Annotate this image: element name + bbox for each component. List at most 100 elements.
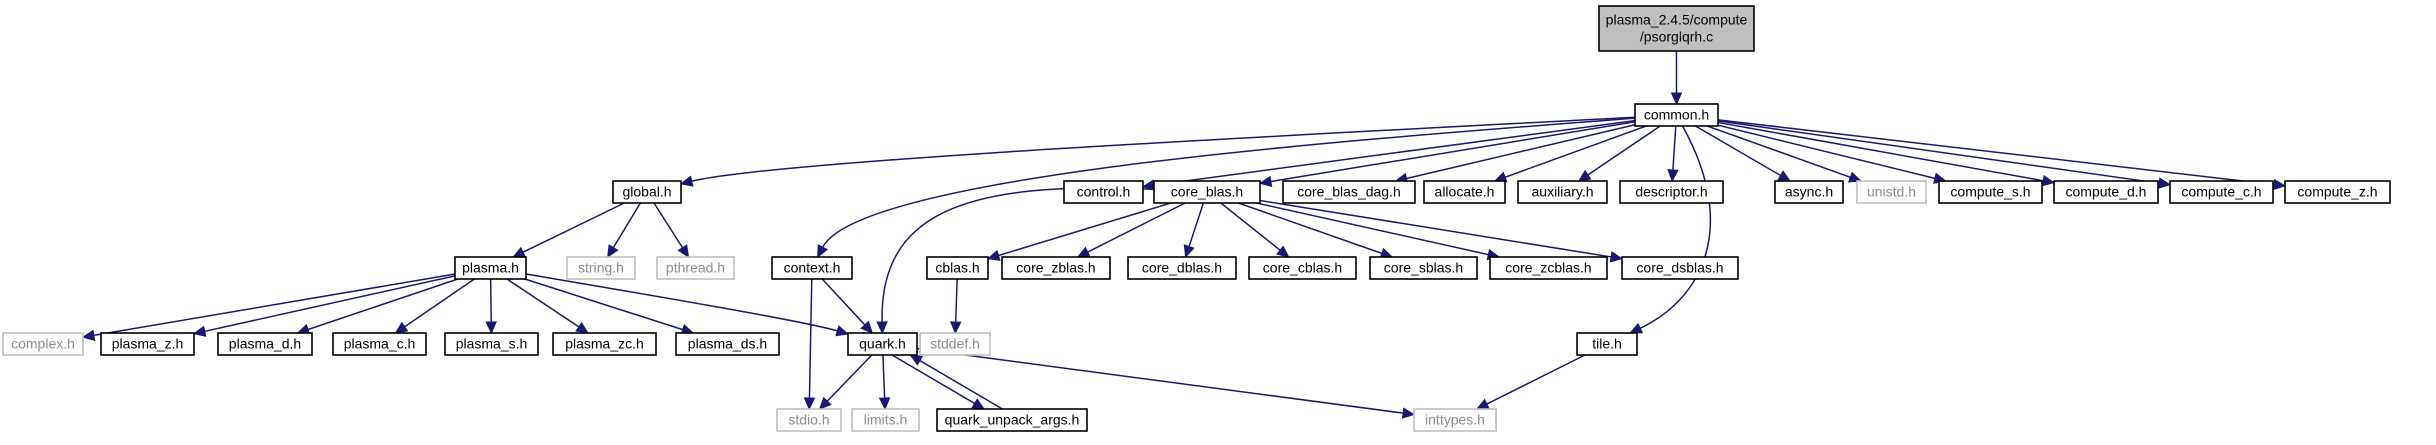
edge-line [204,275,456,333]
node-box [1774,180,1844,204]
edge-line [524,278,683,331]
node-core-cblas-h[interactable]: core_cblas.h [1248,256,1357,280]
node-plasma-h[interactable]: plasma.h [454,256,527,280]
node-plasma-zc-h[interactable]: plasma_zc.h [552,332,657,356]
node-cblas-h[interactable]: cblas.h [926,256,989,280]
edge-core_blas_h-to-core_zcblas_h [1256,202,1501,261]
edge-plasma_h-to-plasma_z_h [192,275,456,337]
node-quark-unpack-args-h[interactable]: quark_unpack_args.h [936,408,1088,432]
node-inttypes-h[interactable]: inttypes.h [1413,408,1497,432]
edge-plasma_h-to-plasma_zc_h [506,278,590,334]
node-plasma-ds-h[interactable]: plasma_ds.h [675,332,780,356]
node-label: core_zcblas.h [1505,260,1591,276]
arrowhead [394,321,409,334]
edge-line [881,187,1155,323]
node-tile-h[interactable]: tile.h [1576,332,1638,356]
node-label: unistd.h [1867,184,1916,200]
edge-line [1717,121,2044,182]
arrowhead [575,321,590,334]
node-compute-z-h[interactable]: compute_z.h [2284,180,2391,204]
edge-line [691,116,1636,182]
node-core-dsblas-h[interactable]: core_dsblas.h [1621,256,1739,280]
node-label: plasma_s.h [456,336,528,352]
node-core-sblas-h[interactable]: core_sblas.h [1369,256,1478,280]
node-label: allocate.h [1435,184,1495,200]
edge-line [826,354,873,402]
node-core-zcblas-h[interactable]: core_zcblas.h [1489,256,1608,280]
node-label: core_zblas.h [1016,260,1095,276]
node-compute-c-h[interactable]: compute_c.h [2169,180,2274,204]
edge-common_h-to-compute_z_h [1717,119,2287,191]
arrowhead [1848,171,1862,183]
node-control-h[interactable]: control.h [1063,180,1144,204]
node-core-blas-h[interactable]: core_blas.h [1153,180,1261,204]
edge-tile_h-to-inttypes_h [1475,354,1586,410]
node-quark-h[interactable]: quark.h [847,332,918,356]
node-limits-h[interactable]: limits.h [851,408,920,432]
node-box [1621,256,1739,280]
edge-line [522,202,625,253]
node-auxiliary-h[interactable]: auxiliary.h [1517,180,1608,204]
node-core-blas-dag-h[interactable]: core_blas_dag.h [1282,180,1416,204]
node-allocate-h[interactable]: allocate.h [1423,180,1506,204]
node-box [919,332,991,356]
node-box [1369,256,1478,280]
edge-line [916,347,1404,414]
edge-global_h-to-plasma_h [512,202,625,258]
arrowhead [1475,398,1490,410]
node-compute-s-h[interactable]: compute_s.h [1938,180,2043,204]
node-label: global.h [622,184,671,200]
node-box [1001,256,1111,280]
node-stddef-h[interactable]: stddef.h [919,332,991,356]
node-label: core_sblas.h [1384,260,1463,276]
node-plasma-z-h[interactable]: plasma_z.h [100,332,195,356]
node-global-h[interactable]: global.h [612,180,682,204]
node-unistd-h[interactable]: unistd.h [1856,180,1927,204]
arrowhead [1670,92,1683,106]
edge-line [1220,202,1281,251]
node-box [1598,5,1755,52]
node-label: async.h [1785,184,1833,200]
edge-core_blas_h-to-core_dblas_h [1183,202,1205,259]
node-plasma-d-h[interactable]: plasma_d.h [217,332,313,356]
node-plasma-s-h[interactable]: plasma_s.h [444,332,539,356]
edge-plasma_h-to-complex_h [81,273,456,341]
edge-line [1717,120,2160,184]
node-box [847,332,918,356]
node-box [454,256,527,280]
node-core-dblas-h[interactable]: core_dblas.h [1127,256,1237,280]
node-async-h[interactable]: async.h [1774,180,1844,204]
node-label: inttypes.h [1425,412,1485,428]
edge-line [1587,125,1661,176]
node-label: common.h [1644,107,1709,123]
node-psorglqrh[interactable]: plasma_2.4.5/compute/psorglqrh.c [1598,5,1755,52]
node-pthread-h[interactable]: pthread.h [656,256,735,280]
node-context-h[interactable]: context.h [771,256,853,280]
nodes-layer: plasma_2.4.5/compute/psorglqrh.c common.h… [2,5,2391,432]
node-stdio-h[interactable]: stdio.h [776,408,842,432]
edge-core_blas_h-to-cblas_h [986,202,1172,261]
arrowhead [2157,177,2172,189]
edge-common_h-to-unistd_h [1706,125,1862,183]
edge-common_h-to-allocate_h [1493,125,1647,183]
arrowhead [1183,244,1195,259]
arrowhead [679,175,694,187]
edge-line [1087,202,1186,253]
node-box [926,256,989,280]
arrowhead [81,329,96,341]
edge-core_blas_h-to-core_dsblas_h [1259,199,1624,263]
node-complex-h[interactable]: complex.h [2,332,84,356]
node-compute-d-h[interactable]: compute_d.h [2053,180,2159,204]
arrowhead [835,325,850,337]
node-common-h[interactable]: common.h [1634,103,1719,127]
node-box [1153,180,1261,204]
edge-context_h-to-quark_h [821,278,874,334]
node-string-h[interactable]: string.h [566,256,636,280]
edge-line [506,278,580,328]
node-descriptor-h[interactable]: descriptor.h [1619,180,1724,204]
node-box [1576,332,1638,356]
node-core-zblas-h[interactable]: core_zblas.h [1001,256,1111,280]
edge-cblas_h-to-stddef_h [949,278,962,335]
node-plasma-c-h[interactable]: plasma_c.h [332,332,427,356]
